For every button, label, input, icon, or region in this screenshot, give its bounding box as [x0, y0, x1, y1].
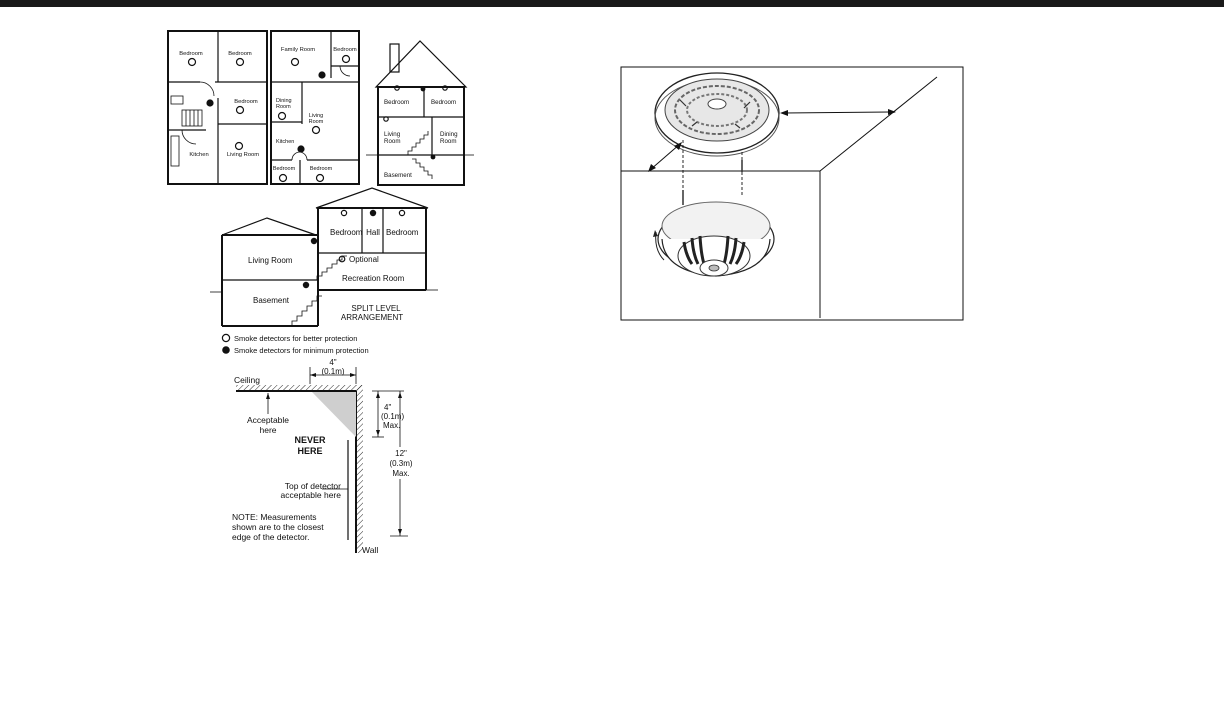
floorplan-a: Bedroom Bedroom Bedroom Kitchen Living R…	[167, 30, 268, 185]
house-basement-label: Basement	[384, 172, 412, 179]
split-bedroom-right-label: Bedroom	[386, 228, 419, 237]
top-dim-value: 4"	[329, 358, 336, 367]
split-level-section: Bedroom Hall Bedroom Living Room Optiona…	[210, 187, 438, 327]
house-living-label-2: Room	[384, 138, 401, 145]
plan-b-living-label-2: Room	[309, 119, 324, 125]
house-bedroom-right-label: Bedroom	[431, 99, 456, 106]
detector-location-diagram: Bedroom Bedroom Bedroom Kitchen Living R…	[167, 30, 474, 555]
acceptable-label-2: here	[259, 425, 276, 435]
floorplan-b: Family Room Bedroom Dining Room Living R…	[270, 30, 360, 185]
legend: Smoke detectors for better protection Sm…	[221, 333, 369, 355]
note-line-2: shown are to the closest	[232, 522, 324, 532]
placement-diagram: 4" (0.1m) Ceiling Acceptable here NEVER …	[232, 358, 414, 555]
plan-a-bedroom-2-label: Bedroom	[228, 51, 252, 57]
plan-b-family-room-label: Family Room	[281, 47, 315, 53]
plan-b-kitchen-label: Kitchen	[276, 139, 294, 145]
split-optional-label: Optional	[349, 255, 379, 264]
top-detector-label-1: Top of detector	[285, 481, 341, 491]
split-caption-1: SPLIT LEVEL	[351, 304, 401, 313]
house-dining-label-1: Dining	[440, 131, 458, 138]
legend-filled-circle-icon	[222, 346, 230, 354]
house-bedroom-left-label: Bedroom	[384, 99, 409, 106]
legend-better-label: Smoke detectors for better protection	[234, 334, 357, 343]
plan-a-bedroom-1-label: Bedroom	[179, 51, 203, 57]
page-top-rule	[0, 0, 1224, 7]
never-label-1: NEVER	[294, 435, 326, 445]
small-dim-value: 4"	[384, 403, 391, 412]
plan-b-bedroom-br-label: Bedroom	[310, 166, 333, 172]
detector-head	[653, 201, 775, 277]
house-living-label-1: Living	[384, 131, 401, 138]
ceiling-label: Ceiling	[234, 375, 260, 385]
top-detector-label-2: acceptable here	[281, 490, 342, 500]
split-bedroom-left-label: Bedroom	[330, 228, 363, 237]
big-dim-max: Max.	[392, 469, 409, 478]
note-line-1: NOTE: Measurements	[232, 512, 317, 522]
house-section: Bedroom Bedroom Living Room Dining Room …	[366, 40, 474, 186]
acceptable-label-1: Acceptable	[247, 415, 289, 425]
legend-minimum-label: Smoke detectors for minimum protection	[234, 346, 369, 355]
plan-b-living-label-1: Living	[309, 113, 323, 119]
split-hall-label: Hall	[366, 228, 380, 237]
split-recreation-room-label: Recreation Room	[342, 274, 405, 283]
legend-open-circle-icon	[221, 333, 231, 343]
plan-a-living-room-label: Living Room	[227, 152, 259, 158]
top-dim-metric: (0.1m)	[321, 367, 344, 376]
small-dim-max: Max.	[383, 421, 400, 430]
split-basement-label: Basement	[253, 296, 290, 305]
big-dim-value: 12"	[395, 449, 407, 458]
plan-b-dining-label-1: Dining	[276, 98, 292, 104]
plan-b-bedroom-top-label: Bedroom	[333, 47, 357, 53]
plan-a-bedroom-3-label: Bedroom	[234, 99, 258, 105]
split-living-room-label: Living Room	[248, 256, 293, 265]
detector-mounting-illustration	[620, 66, 964, 321]
plan-a-kitchen-label: Kitchen	[189, 152, 208, 158]
split-caption-2: ARRANGEMENT	[341, 313, 403, 322]
big-dim-metric: (0.3m)	[389, 459, 412, 468]
plan-b-dining-label-2: Room	[276, 104, 291, 110]
note-line-3: edge of the detector.	[232, 532, 310, 542]
house-dining-label-2: Room	[440, 138, 457, 145]
plan-b-bedroom-bl-label: Bedroom	[273, 166, 296, 172]
mounting-base	[654, 72, 780, 157]
wall-label: Wall	[362, 545, 378, 555]
never-label-2: HERE	[297, 446, 322, 456]
small-dim-metric: (0.1m)	[381, 412, 404, 421]
